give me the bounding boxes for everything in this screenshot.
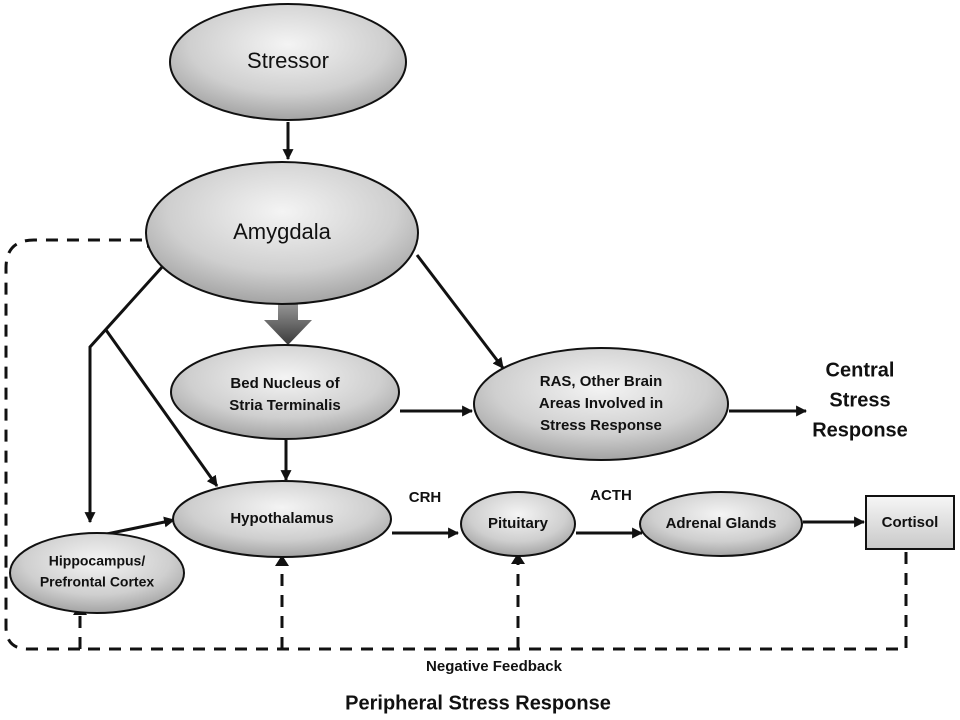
hypothalamus-label: Hypothalamus	[230, 510, 333, 527]
node-adrenal-glands: Adrenal Glands	[639, 491, 803, 557]
node-bnst: Bed Nucleus of Stria Terminalis	[170, 344, 400, 440]
feedback-line-from-cortisol	[80, 552, 908, 651]
node-cortisol: Cortisol	[865, 495, 955, 550]
negative-feedback-label: Negative Feedback	[426, 658, 563, 675]
hippocampus-label-line-2: Prefrontal Cortex	[40, 574, 155, 590]
node-hippocampus: Hippocampus/ Prefrontal Cortex	[9, 532, 185, 614]
node-pituitary: Pituitary	[460, 491, 576, 557]
crh-label: CRH	[409, 489, 442, 506]
ras-label-line-1: RAS, Other Brain	[540, 373, 663, 390]
pituitary-label: Pituitary	[488, 515, 549, 532]
bnst-label-line-1: Bed Nucleus of	[230, 375, 340, 392]
adrenal-glands-label: Adrenal Glands	[666, 515, 777, 532]
amygdala-label: Amygdala	[233, 219, 332, 244]
solid-arrows	[84, 122, 866, 539]
acth-label: ACTH	[590, 487, 632, 504]
ras-label-line-2: Areas Involved in	[539, 395, 663, 412]
dashed-feedback-arrows	[4, 238, 908, 651]
hippocampus-label-line-1: Hippocampus/	[49, 553, 146, 569]
arrow-hippocampus-to-hypothalamus	[101, 516, 176, 537]
arrow-amygdala-to-hippocampus	[84, 254, 174, 524]
node-amygdala: Amygdala	[145, 161, 419, 305]
arrow-amygdala-to-bnst	[264, 288, 312, 345]
central-response-line-1: Central	[826, 359, 895, 381]
node-ras: RAS, Other Brain Areas Involved in Stres…	[473, 347, 729, 461]
arrow-amygdala-to-hypothalamus	[104, 329, 219, 487]
ras-label-line-3: Stress Response	[540, 417, 662, 434]
arrow-amygdala-to-ras	[415, 254, 505, 369]
node-hypothalamus: Hypothalamus	[172, 480, 392, 558]
arrowhead-pituitary	[511, 553, 525, 564]
node-stressor: Stressor	[169, 3, 407, 121]
stressor-label: Stressor	[247, 48, 329, 73]
peripheral-response-label: Peripheral Stress Response	[345, 692, 611, 714]
central-response-line-3: Response	[812, 419, 908, 441]
arrowhead-hypothalamus	[275, 555, 289, 566]
bnst-label-line-2: Stria Terminalis	[229, 397, 340, 414]
cortisol-label: Cortisol	[882, 514, 939, 531]
central-response-line-2: Stress	[829, 389, 890, 411]
